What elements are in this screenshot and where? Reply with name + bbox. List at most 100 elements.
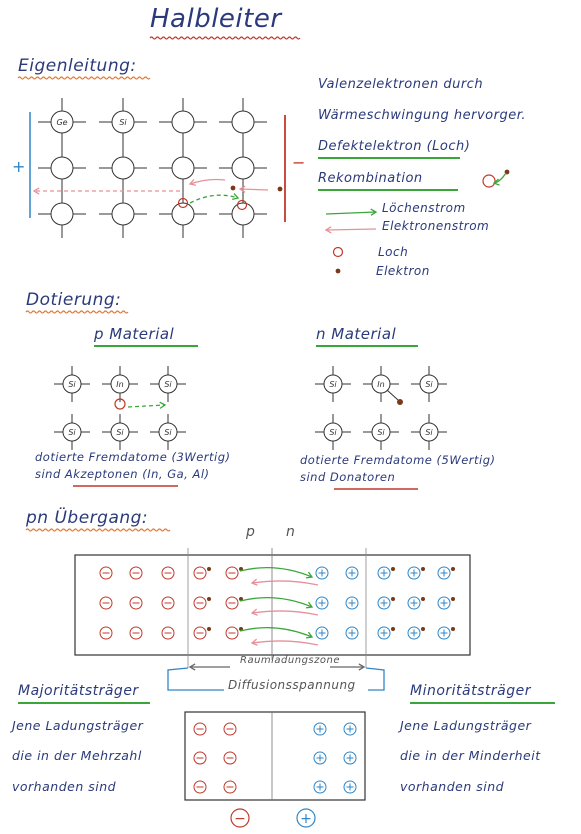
eq-acceptor-3 [223, 751, 237, 765]
hole-2 [236, 199, 248, 211]
lattice-atom-7 [231, 156, 255, 180]
space-charge-arrow-right [329, 663, 366, 671]
space-charge-arrow-left [188, 663, 231, 671]
underlines-layer [17, 36, 555, 704]
acceptor-9 [225, 596, 239, 610]
n-electron-3 [421, 567, 425, 571]
atom-label-n-3: Si [329, 428, 337, 437]
pn-crystal-box [74, 554, 471, 656]
electron-current-arrow-right-line [239, 188, 269, 191]
minority-text-3: vorhanden sind [400, 779, 505, 794]
atom-p-3 [62, 422, 82, 442]
lattice-atom-3 [231, 110, 255, 134]
diffusion-hole-arrow-2-head [305, 631, 314, 639]
atom-label-p-0: Si [68, 380, 76, 389]
heading-pn-uebergang: pn Übergang: [26, 508, 149, 528]
atom-p-5 [158, 422, 178, 442]
diffusion-right-bracket [365, 667, 385, 691]
atom-label-p-4: Si [116, 428, 124, 437]
diffusionsspannung-label: Diffusionsspannung [228, 678, 356, 692]
donor-1 [345, 566, 359, 580]
diffusion-electron-arrow-1-line [251, 610, 319, 616]
note-valenz-1: Valenzelektronen durch [318, 77, 484, 92]
lattice-atom-11 [231, 202, 255, 226]
eq-acceptor-4 [193, 780, 207, 794]
atom-label-si: Si [119, 118, 127, 127]
donor-8 [407, 596, 421, 610]
legend-hole-symbol [332, 246, 344, 258]
atom-n-0 [323, 374, 343, 394]
pn-n-label: n [286, 524, 296, 540]
pn-underline [25, 528, 171, 532]
n-electron-9 [451, 597, 455, 601]
legend-electron-symbol [335, 268, 341, 274]
heading-eigenleitung: Eigenleitung: [18, 56, 137, 76]
electron-current-arrow-head [32, 187, 40, 195]
legend-hole: Loch [378, 245, 409, 259]
space-charge-arrow-left-head [188, 663, 196, 671]
minority-text-2: die in der Minderheit [400, 748, 541, 763]
page-title: Halbleiter [150, 4, 282, 34]
p-electron-13 [207, 627, 211, 631]
lattice-atom-5 [111, 156, 135, 180]
p-hole-arrow [127, 401, 167, 409]
acceptor-14 [225, 626, 239, 640]
donor-2 [377, 566, 391, 580]
n-extra-bond [386, 389, 399, 401]
legend-hole-current: Löchenstrom [382, 201, 466, 215]
electron-current-arrow-right [238, 185, 269, 193]
atom-label-n-2: Si [425, 380, 433, 389]
majority-text-1: Jene Ladungsträger [12, 718, 144, 733]
atom-label-p-2: Si [164, 380, 172, 389]
majority-text-3: vorhanden sind [12, 779, 117, 794]
diffusion-hole-arrow-0-line [239, 567, 313, 578]
n-electron-8 [421, 597, 425, 601]
p-hole-arrow-line [127, 404, 166, 408]
note-rekombination: Rekombination [318, 171, 423, 186]
donor-10 [315, 626, 329, 640]
atom-p-2 [158, 374, 178, 394]
recomb-arrow-head [492, 178, 500, 186]
electron-current-arrow-right-head [238, 185, 246, 193]
acceptor-6 [129, 596, 143, 610]
eq-acceptor-1 [223, 722, 237, 736]
diffusion-electron-arrow-0-line [251, 580, 319, 586]
free-electron-1 [230, 185, 236, 191]
electron-path-arrow-line [189, 178, 226, 185]
eq-donor-5 [343, 780, 357, 794]
recomb-hole [482, 174, 496, 188]
atom-label-ge: Ge [56, 118, 67, 127]
acceptor-5 [99, 596, 113, 610]
legend-electron-current-arrow-head [324, 226, 332, 234]
donor-14 [437, 626, 451, 640]
diffusion-electron-arrow-1 [250, 608, 319, 616]
diffusion-hole-arrow-1-line [239, 597, 313, 608]
electron-path-arrow-head [188, 178, 197, 186]
atom-label-p-1: In [116, 380, 123, 389]
donor-13 [407, 626, 421, 640]
pn-junction-layer: −+ [74, 548, 471, 828]
n-text-1: dotierte Fremdatome (5Wertig) [300, 453, 496, 467]
lattice-atom-2 [171, 110, 195, 134]
p-hole-arrow-head [159, 401, 167, 409]
donor-9 [437, 596, 451, 610]
acceptor-10 [99, 626, 113, 640]
lattice-atom-10 [171, 202, 195, 226]
n-extra-electron [397, 399, 403, 405]
legend-electron: Elektron [376, 264, 430, 278]
atom-n-2 [419, 374, 439, 394]
lattice-atom-9 [111, 202, 135, 226]
atom-label-p-5: Si [164, 428, 172, 437]
legend-hole-current-arrow-head [370, 208, 378, 216]
hole-1 [177, 197, 189, 209]
legend-hole-current-arrow-line [325, 211, 377, 215]
note-valenz-2: Wärmeschwingung hervorger. [318, 108, 526, 123]
eq-acceptor-5 [223, 780, 237, 794]
n-electron-2 [391, 567, 395, 571]
legend-electron-current: Elektronenstrom [382, 219, 490, 233]
diffusion-electron-arrow-0-head [250, 578, 258, 586]
p-electron-3 [207, 567, 211, 571]
atom-label-n-0: Si [329, 380, 337, 389]
atom-n-3 [323, 422, 343, 442]
diffusion-electron-arrow-2-line [251, 640, 319, 646]
